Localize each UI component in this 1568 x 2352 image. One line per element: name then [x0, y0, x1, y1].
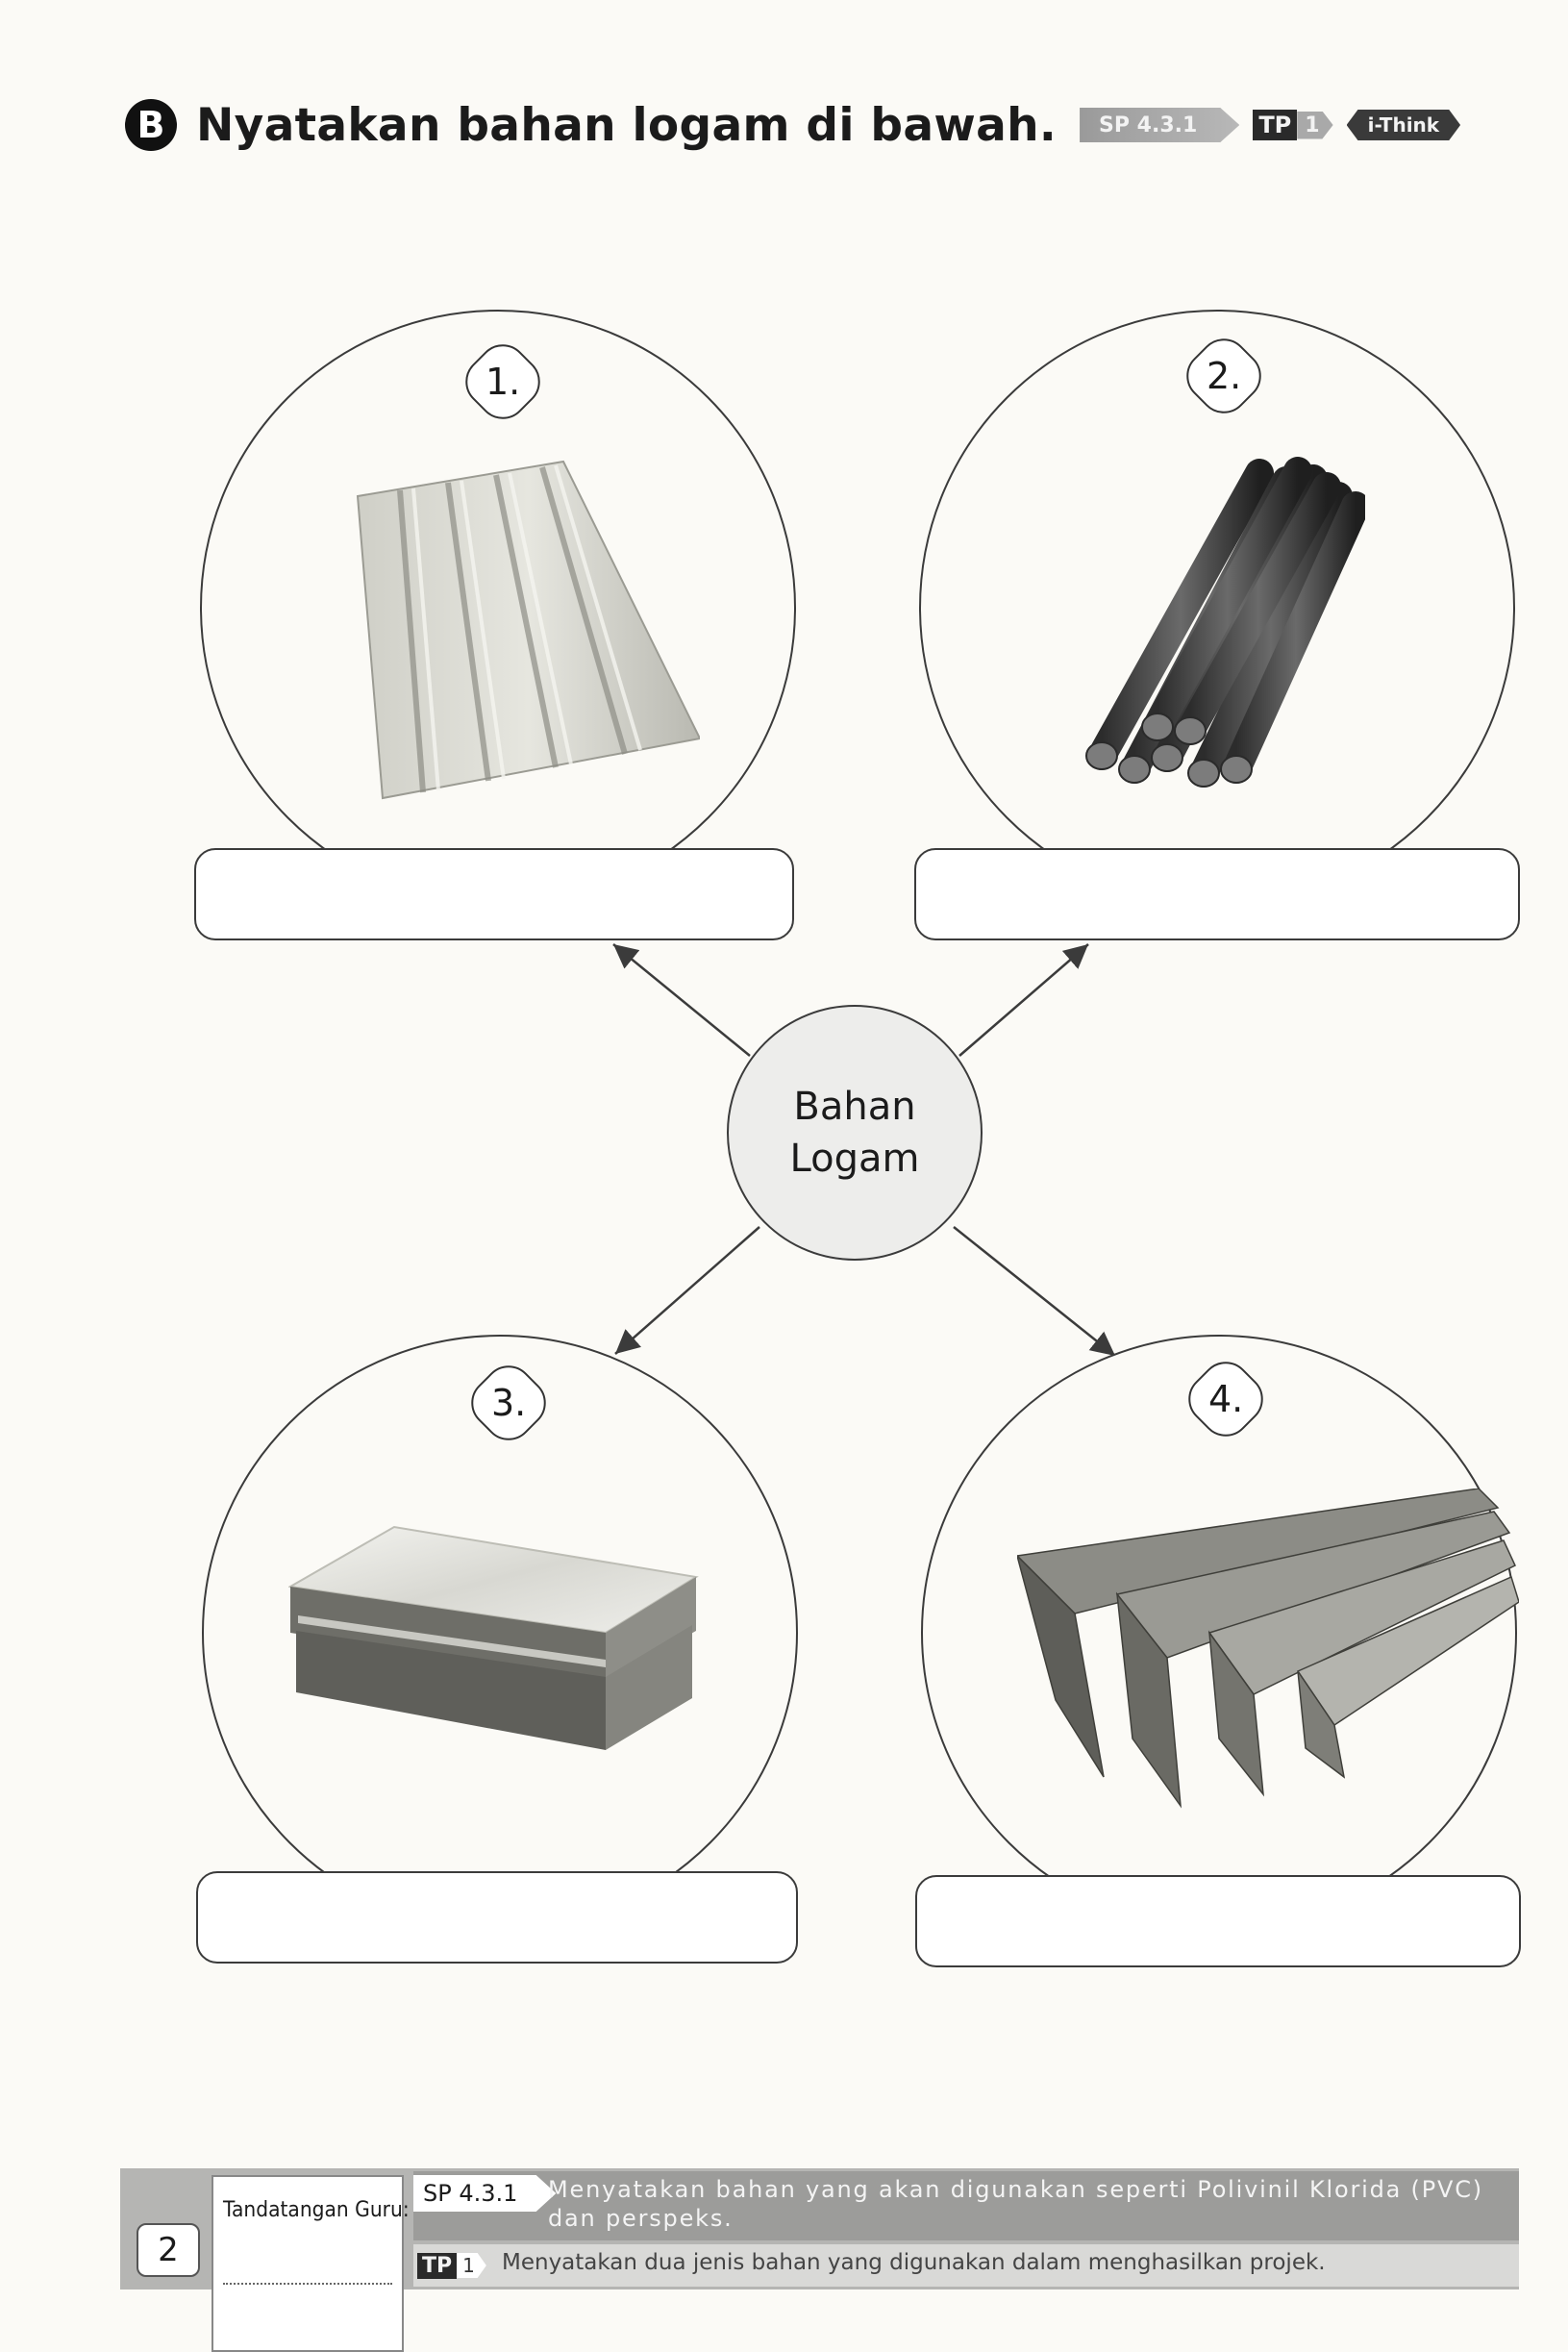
- sp-tag: SP 4.3.1: [1080, 108, 1240, 142]
- footer-sp-tag: SP 4.3.1: [413, 2175, 557, 2212]
- signature-label: Tandatangan Guru:: [223, 2198, 410, 2222]
- answer-box-4[interactable]: [915, 1875, 1521, 1967]
- exercise-title: Nyatakan bahan logam di bawah.: [196, 98, 1058, 152]
- footer-tp-label: TP: [417, 2252, 458, 2279]
- arrow-to-item-4: [953, 1226, 1116, 1357]
- footer-tp-tag: TP 1: [417, 2250, 486, 2281]
- center-topic-line1: Bahan: [793, 1085, 916, 1129]
- tp-label: TP: [1253, 110, 1298, 140]
- standard-row: [413, 2171, 1519, 2240]
- page-number: 2: [137, 2223, 200, 2277]
- footer-sp-description: Menyatakan bahan yang akan digunakan sep…: [548, 2176, 1483, 2232]
- footer-tp-level: 1: [457, 2253, 486, 2278]
- ithink-tag: i-Think: [1346, 110, 1461, 140]
- answer-box-1[interactable]: [194, 848, 794, 940]
- answer-box-2[interactable]: [914, 848, 1520, 940]
- signature-line: [223, 2283, 392, 2285]
- center-topic: Bahan Logam: [727, 1005, 983, 1261]
- steel-rods-icon: [1085, 457, 1365, 788]
- signature-box[interactable]: Tandatangan Guru:: [212, 2175, 410, 2352]
- section-badge: B: [125, 99, 177, 151]
- tp-tag: TP 1: [1253, 109, 1333, 141]
- corrugated-metal-sheet-icon: [356, 460, 700, 800]
- arrow-to-item-3: [614, 1226, 760, 1355]
- arrow-to-item-2: [958, 943, 1089, 1057]
- performance-row: [413, 2244, 1519, 2287]
- center-topic-line2: Logam: [789, 1137, 920, 1181]
- exercise-header: B Nyatakan bahan logam di bawah. SP 4.3.…: [125, 91, 1461, 159]
- arrow-to-item-1: [612, 943, 751, 1057]
- metal-plate-icon: [288, 1525, 699, 1750]
- angle-iron-bars-icon: [1017, 1489, 1519, 1809]
- footer-tp-description: Menyatakan dua jenis bahan yang digunaka…: [502, 2250, 1326, 2275]
- answer-box-3[interactable]: [196, 1871, 798, 1964]
